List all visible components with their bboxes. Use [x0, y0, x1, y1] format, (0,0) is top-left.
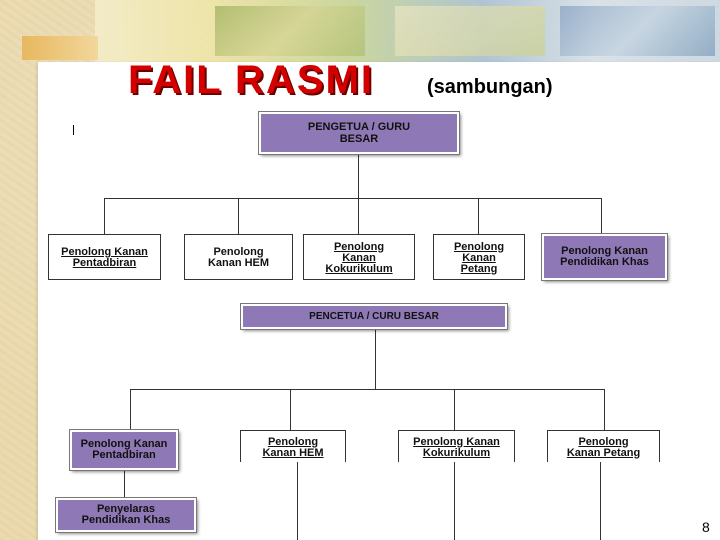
connector-line: [130, 389, 605, 390]
page-number: 8: [702, 519, 710, 535]
connector-line: [375, 329, 376, 389]
org-child-label: Penolong Kanan HEM: [262, 435, 324, 459]
org-root-label: PENCETUA / CURU BESAR: [309, 310, 439, 322]
org-child-box: Penolong Kanan Kokurikulum: [303, 234, 415, 280]
org-child-box: Penolong Kanan Petang: [547, 430, 660, 462]
connector-line: [297, 462, 298, 540]
connector-line: [130, 389, 131, 430]
connector-line: [478, 198, 479, 234]
connector-line: [104, 198, 602, 199]
connector-line: [358, 198, 359, 234]
org-child-box: Penolong Kanan HEM: [184, 234, 293, 280]
connector-line: [454, 462, 455, 540]
org-child-box: Penolong Kanan Pentadbiran: [69, 429, 179, 471]
org-child-label: Penolong Kanan Pentadbiran: [80, 438, 168, 461]
org-sub-box: Penyelaras Pendidikan Khas: [55, 497, 197, 533]
org-child-box: Penolong Kanan Petang: [433, 234, 525, 280]
org-child-label: Penolong Kanan Kokurikulum: [413, 435, 500, 459]
slide-title: FAIL RASMI: [128, 58, 374, 102]
slide-subtitle: (sambungan): [427, 76, 553, 98]
banner-tile: [395, 6, 545, 56]
connector-line: [600, 462, 601, 540]
org-child-label: Penolong Kanan Petang: [566, 435, 641, 459]
connector-line: [604, 389, 605, 430]
org-root-box: PENCETUA / CURU BESAR: [240, 303, 508, 330]
tick-mark: [73, 125, 74, 135]
banner-tile: [560, 6, 715, 56]
connector-line: [238, 198, 239, 234]
org-root-label: PENGETUA / GURU BESAR: [307, 121, 411, 145]
org-child-label: Penolong Kanan HEM: [207, 246, 270, 269]
org-child-label: Penolong Kanan Pentadbiran: [61, 246, 148, 269]
connector-line: [124, 470, 125, 498]
header-banner: [95, 0, 720, 62]
org-sub-label: Penyelaras Pendidikan Khas: [81, 503, 171, 526]
accent-strip: [22, 36, 98, 60]
org-root-box: PENGETUA / GURU BESAR: [258, 111, 460, 155]
connector-line: [290, 389, 291, 430]
org-child-label: Penolong Kanan Kokurikulum: [325, 240, 393, 275]
connector-line: [601, 198, 602, 234]
org-child-label: Penolong Kanan Pendidikan Khas: [560, 245, 649, 268]
org-child-label: Penolong Kanan Petang: [453, 240, 505, 275]
banner-tile: [215, 6, 365, 56]
org-child-box: Penolong Kanan Kokurikulum: [398, 430, 515, 462]
connector-line: [358, 155, 359, 199]
org-child-box: Penolong Kanan Pentadbiran: [48, 234, 161, 280]
org-child-box: Penolong Kanan HEM: [240, 430, 346, 462]
connector-line: [104, 198, 105, 234]
org-child-box: Penolong Kanan Pendidikan Khas: [541, 233, 668, 281]
connector-line: [454, 389, 455, 430]
